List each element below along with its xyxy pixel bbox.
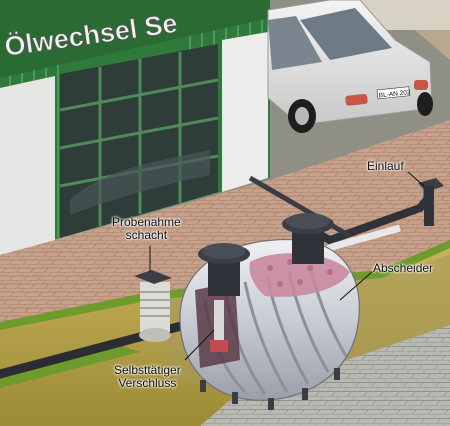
label-verschluss-line1: Selbsttätiger bbox=[114, 363, 181, 377]
manhole-left bbox=[198, 243, 250, 296]
label-probenahme-line1: Probenahme bbox=[112, 215, 181, 229]
label-probenahme-line2: schacht bbox=[125, 228, 168, 242]
label-einlauf: Einlauf bbox=[367, 159, 404, 173]
label-abscheider: Abscheider bbox=[373, 261, 434, 275]
workshop-facade bbox=[0, 0, 270, 255]
inlet-cover bbox=[418, 178, 444, 226]
label-probenahme-schacht: Probenahme schacht bbox=[112, 216, 181, 242]
sampling-shaft bbox=[134, 270, 172, 342]
license-plate: BL-AN 202 bbox=[379, 89, 412, 99]
label-verschluss-line2: Verschluss bbox=[118, 376, 177, 390]
callout-lines bbox=[149, 171, 425, 361]
label-selbsttaetiger-verschluss: Selbsttätiger Verschluss bbox=[114, 364, 181, 390]
manhole-right bbox=[282, 213, 334, 264]
parked-car: BL-AN 202 bbox=[267, 0, 433, 133]
